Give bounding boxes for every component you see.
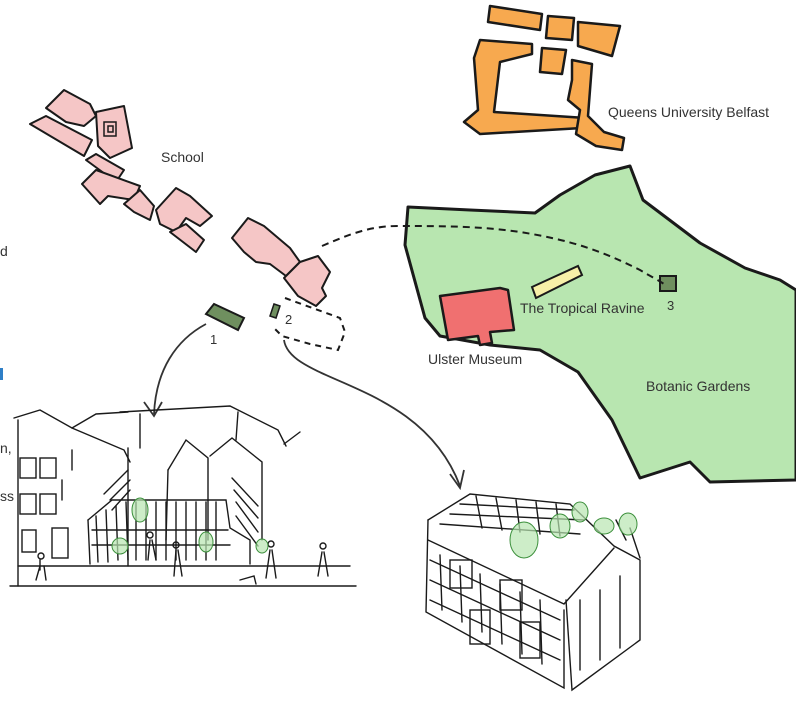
arrow-to-sketch-1-head xyxy=(143,401,163,418)
label-tropical-ravine: The Tropical Ravine xyxy=(520,300,645,316)
botanic-gardens-area xyxy=(403,164,796,484)
arrow-to-sketch-2-head xyxy=(449,469,465,491)
ulster-museum-building xyxy=(438,286,516,347)
school-buildings xyxy=(29,89,331,307)
label-queens-university: Queens University Belfast xyxy=(608,104,770,120)
label-site-1: 1 xyxy=(210,332,218,347)
sketch-cottage-plants xyxy=(509,501,638,559)
label-botanic-gardens: Botanic Gardens xyxy=(646,378,751,394)
label-site-2: 2 xyxy=(285,312,293,327)
site-2-marker xyxy=(269,303,281,319)
label-site-3: 3 xyxy=(667,298,675,313)
left-edge-fragment-ss: ss xyxy=(0,488,14,504)
arrow-to-sketch-1 xyxy=(153,323,207,415)
tropical-ravine-building xyxy=(530,264,584,300)
walking-route-dashed-line xyxy=(321,224,665,285)
label-school: School xyxy=(161,149,204,165)
sketch-street-plants xyxy=(111,497,269,555)
label-ulster-museum: Ulster Museum xyxy=(428,351,523,367)
site-3-marker xyxy=(659,275,677,292)
left-edge-fragment-n: n, xyxy=(0,440,12,456)
left-edge-blue-mark xyxy=(0,368,3,380)
site-2-dashed-loop xyxy=(271,297,347,352)
queens-university-buildings xyxy=(462,4,626,152)
left-edge-fragment-d: d xyxy=(0,243,8,259)
sketch-street-scene xyxy=(9,405,357,587)
arrow-to-sketch-2 xyxy=(283,339,461,487)
site-1-marker xyxy=(204,302,246,332)
school-inner-marks xyxy=(103,121,117,137)
